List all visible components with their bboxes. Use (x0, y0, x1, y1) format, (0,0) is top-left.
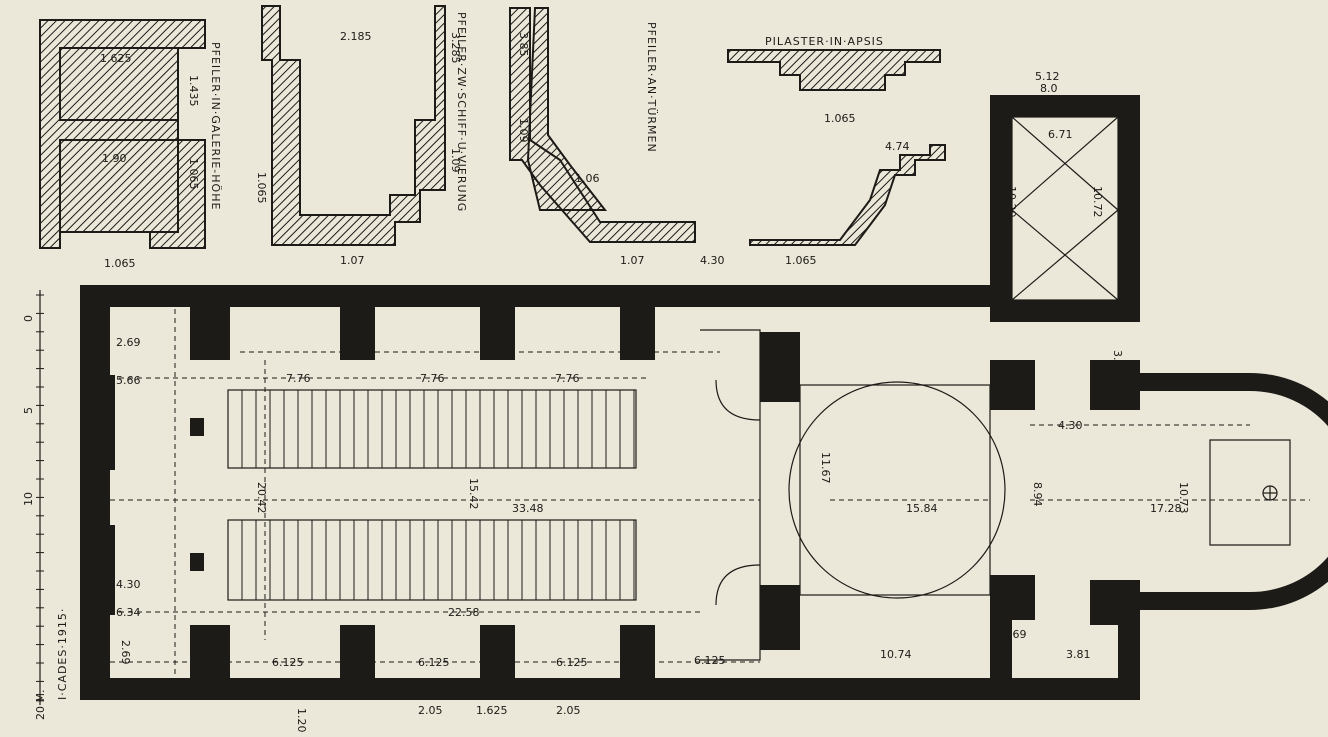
dim-label: 1.065 (785, 254, 817, 267)
dim-label: 7.76 (555, 372, 580, 385)
scale-tick-5: 5 (22, 407, 35, 414)
dim-label: 4.30 (700, 254, 725, 267)
pier-detail-corner (749, 144, 946, 246)
dim-label: 1.065 (104, 257, 136, 270)
dim-label: 1.09 (449, 148, 462, 173)
scale-tick-0: 0 (22, 315, 35, 322)
dim-label: 10.20 (1005, 186, 1018, 218)
dim-label: 4.30 (1058, 419, 1083, 432)
plan-outer-walls (80, 95, 1328, 700)
dim-label: 1.435 (187, 75, 200, 107)
dim-label: 2.05 (418, 704, 443, 717)
dim-label: 1.07 (340, 254, 365, 267)
dim-label: 6.125 (556, 656, 588, 669)
dimension-labels: 1.625 1.435 1.90 1.065 1.065 2.185 3.285… (100, 30, 1190, 733)
dim-label: 8.0 (1040, 82, 1058, 95)
scale-unit: 20 M. (34, 690, 47, 720)
dim-label: 3.285 (449, 32, 462, 64)
pier-detail-turmen (509, 7, 696, 243)
dim-label: 3.35 (1111, 350, 1124, 375)
dim-label: 6.125 (694, 654, 726, 667)
dim-label: 1.065 (255, 172, 268, 204)
dim-label: 7.76 (286, 372, 311, 385)
dim-label: 1.09 (517, 118, 530, 143)
dim-label: 11.67 (819, 452, 832, 484)
pier-detail-schiff (261, 5, 446, 246)
dim-label: 20.42 (255, 482, 268, 514)
dim-label: 6.125 (418, 656, 450, 669)
labels: PILASTER·IN·APSIS PFEILER·IN·GALERIE-HÖH… (22, 12, 884, 720)
dim-label: 2.185 (340, 30, 372, 43)
pew-blocks (227, 389, 637, 601)
signature: I·CADES·1915· (56, 608, 69, 700)
dim-label: 1.065 (187, 158, 200, 190)
dim-label: 1.90 (102, 152, 127, 165)
label-pfeiler-turmen: PFEILER·AN·TÜRMEN (645, 22, 658, 153)
dim-label: 2.69 (1002, 628, 1027, 641)
dim-label: 6.34 (116, 606, 141, 619)
dim-label: 7.76 (420, 372, 445, 385)
dim-label: 15.42 (467, 478, 480, 510)
dim-label: 1.07 (620, 254, 645, 267)
dim-label: 5.66 (116, 374, 141, 387)
dim-label: 10.74 (880, 648, 912, 661)
dim-label: 6.125 (272, 656, 304, 669)
pilaster-apsis-detail (727, 49, 941, 91)
dim-label: 2.69 (119, 640, 132, 665)
label-pfeiler-galerie: PFEILER·IN·GALERIE-HÖHE (209, 42, 222, 210)
dim-label: 6.71 (1048, 128, 1073, 141)
dim-label: 33.48 (512, 502, 544, 515)
dim-label: 8.94 (1031, 482, 1044, 507)
dim-label: 1.06 (575, 172, 600, 185)
dim-label: 17.28 (1150, 502, 1182, 515)
dim-label: 10.72 (1091, 186, 1104, 218)
dim-label: 3.85 (517, 32, 530, 57)
dim-label: 15.84 (906, 502, 938, 515)
dim-label: 2.05 (556, 704, 581, 717)
pier-detail-galerie (39, 19, 206, 249)
label-pfeiler-schiff: PFEILER·ZW·SCHIFF·U·VIERUNG (455, 12, 468, 212)
nave-piers (80, 300, 655, 685)
scale-bar (36, 290, 44, 705)
dim-label: 1.20 (295, 708, 308, 733)
dim-label: 4.30 (116, 578, 141, 591)
scale-tick-10: 10 (22, 492, 35, 506)
label-pilaster-apsis: PILASTER·IN·APSIS (765, 35, 884, 48)
dim-label: 22.58 (448, 606, 480, 619)
dim-label: 1.625 (100, 52, 132, 65)
dim-label: 5.12 (1035, 70, 1060, 83)
dim-label: 3.81 (1066, 648, 1091, 661)
dim-label: 2.69 (116, 336, 141, 349)
dim-label: 4.74 (885, 140, 910, 153)
dim-label: 10.73 (1177, 482, 1190, 514)
crossing-and-choir (700, 116, 1291, 661)
dim-label: 1.065 (824, 112, 856, 125)
dim-label: 1.625 (476, 704, 508, 717)
dimension-lines (110, 300, 1310, 680)
